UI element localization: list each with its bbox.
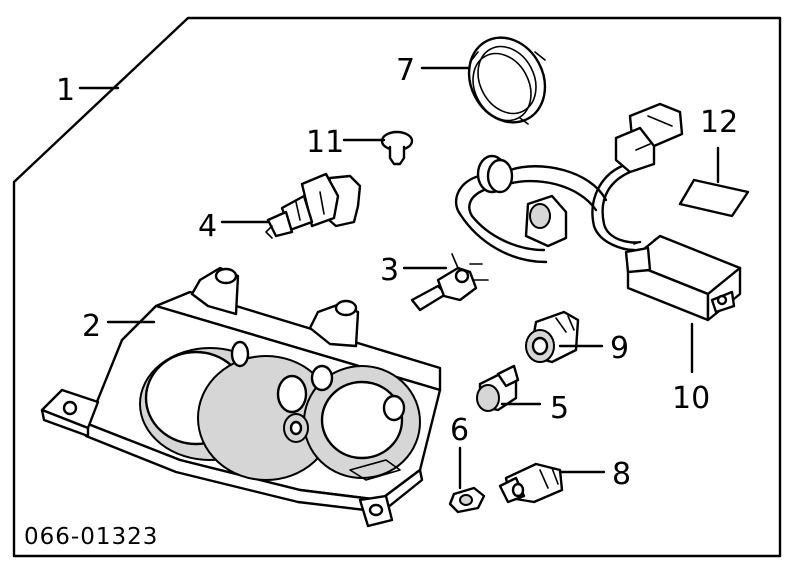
callout-11: 11 <box>306 125 344 160</box>
part-5-bulb <box>476 364 520 412</box>
part-4-headlamp-bulb <box>265 172 362 239</box>
callout-4: 4 <box>198 209 217 244</box>
callout-9: 9 <box>610 331 629 366</box>
callout-2: 2 <box>82 309 101 344</box>
diagram-frame <box>12 16 782 558</box>
part-9-socket <box>525 310 580 364</box>
callout-labels: 1 2 3 4 5 6 7 8 9 10 11 12 <box>56 53 738 492</box>
callout-6: 6 <box>450 413 469 448</box>
part-10-ballast-harness <box>454 102 742 322</box>
diagram-code: 066-01323 <box>24 524 158 550</box>
part-12-pad <box>678 178 750 218</box>
callout-7: 7 <box>396 53 415 88</box>
callout-3: 3 <box>380 253 399 288</box>
part-6-wedge-bulb <box>448 486 486 514</box>
callout-1: 1 <box>56 73 75 108</box>
part-7-retaining-ring <box>467 36 547 125</box>
callout-12: 12 <box>700 105 738 140</box>
part-2-headlamp-housing <box>40 266 442 528</box>
callout-8: 8 <box>612 457 631 492</box>
part-8-socket <box>498 462 564 504</box>
part-11-clip <box>380 130 414 166</box>
callout-10: 10 <box>672 381 710 416</box>
leader-lines <box>78 66 720 490</box>
callout-5: 5 <box>550 391 569 426</box>
part-3-small-bulb <box>410 253 489 312</box>
